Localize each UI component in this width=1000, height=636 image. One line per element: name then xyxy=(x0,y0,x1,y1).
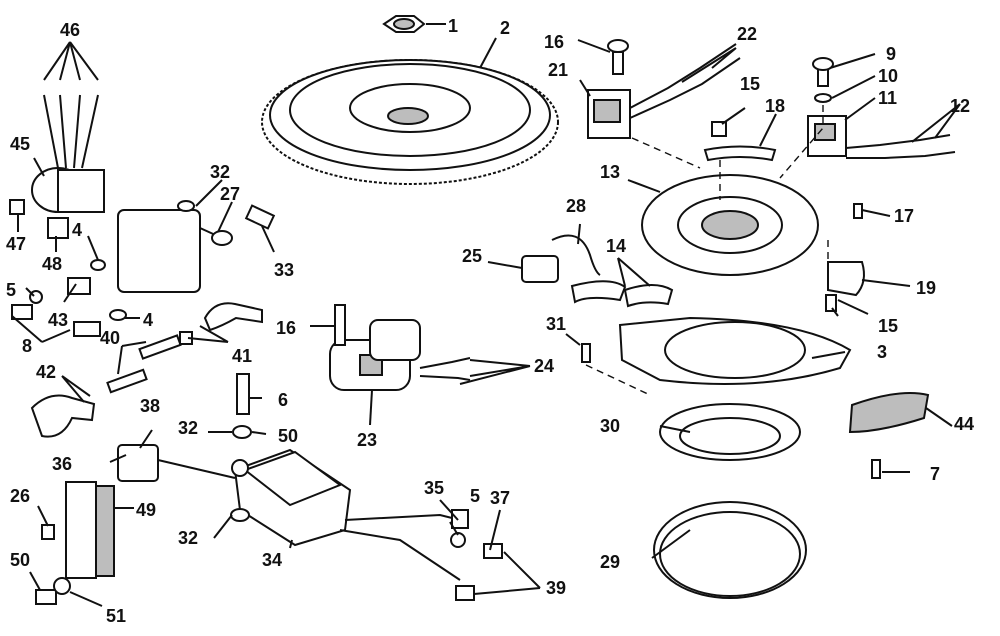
retainer-plate xyxy=(618,316,852,385)
callout-35: 35 xyxy=(424,478,444,498)
callout-42: 42 xyxy=(36,362,56,382)
callout-28: 28 xyxy=(566,196,586,216)
connector-38 xyxy=(117,444,159,482)
callout-40: 40 xyxy=(100,328,120,348)
callout-8: 8 xyxy=(22,336,32,356)
callout-36: 36 xyxy=(52,454,72,474)
callout-10: 10 xyxy=(878,66,898,86)
flywheel xyxy=(261,59,559,185)
spacer-ring xyxy=(653,501,807,599)
spark-plug-boot xyxy=(203,302,263,332)
callout-41: 41 xyxy=(232,346,252,366)
tube-a xyxy=(570,280,627,304)
callout-12: 12 xyxy=(950,96,970,116)
callout-46: 46 xyxy=(60,20,80,40)
callout-14: 14 xyxy=(606,236,626,256)
callout-1: 1 xyxy=(448,16,458,36)
grommet-25 xyxy=(521,255,559,283)
tube-b xyxy=(623,284,674,308)
screws xyxy=(9,39,881,605)
callout-47: 47 xyxy=(6,234,26,254)
callout-27: 27 xyxy=(220,184,240,204)
callout-17: 17 xyxy=(894,206,914,226)
flywheel-nut xyxy=(382,15,426,33)
timer-base-clip xyxy=(703,145,777,162)
pack-lead xyxy=(157,459,236,479)
callout-23: 23 xyxy=(357,430,377,450)
callout-33: 33 xyxy=(274,260,294,280)
callout-50a: 50 xyxy=(10,550,30,570)
callout-21: 21 xyxy=(548,60,568,80)
callout-18: 18 xyxy=(765,96,785,116)
callout-25: 25 xyxy=(462,246,482,266)
assembly-line-2 xyxy=(631,137,701,169)
assembly-line-3 xyxy=(779,105,824,179)
sensor-coil-wires-2 xyxy=(846,151,956,159)
callout-2: 2 xyxy=(500,18,510,38)
callout-11: 11 xyxy=(878,88,897,108)
callout-4a: 4 xyxy=(72,220,82,240)
retainer-ring xyxy=(659,403,801,461)
callout-4b: 4 xyxy=(143,310,153,330)
callout-13: 13 xyxy=(600,162,620,182)
sensor-coil-wires xyxy=(845,134,951,149)
callout-3: 3 xyxy=(877,342,887,362)
callout-22: 22 xyxy=(737,24,757,44)
switch-wires xyxy=(419,357,471,381)
callout-34: 34 xyxy=(262,550,282,570)
callout-16b: 16 xyxy=(276,318,296,338)
callout-16a: 16 xyxy=(544,32,564,52)
charge-coil-wires-2 xyxy=(629,57,741,119)
pack-wires xyxy=(339,513,461,581)
power-pack xyxy=(233,448,352,547)
callout-5b: 5 xyxy=(470,486,480,506)
callout-50b: 50 xyxy=(278,426,298,446)
callout-24: 24 xyxy=(534,356,554,376)
callout-7: 7 xyxy=(930,464,940,484)
leader-lines xyxy=(11,23,961,607)
callout-29: 29 xyxy=(600,552,620,572)
rectifier-leaders xyxy=(43,41,99,81)
stator-clip xyxy=(827,261,865,297)
ignition-coil xyxy=(117,209,233,293)
callout-49: 49 xyxy=(136,500,156,520)
sensor-coil xyxy=(807,115,847,157)
callout-15a: 15 xyxy=(740,74,760,94)
callout-45: 45 xyxy=(10,134,30,154)
terminal-block xyxy=(65,481,115,579)
callout-32b: 32 xyxy=(178,418,198,438)
callout-32a: 32 xyxy=(210,162,230,182)
callout-44: 44 xyxy=(954,414,974,434)
callout-48: 48 xyxy=(42,254,62,274)
callout-37: 37 xyxy=(490,488,510,508)
callout-51: 51 xyxy=(106,606,126,626)
armature-plate xyxy=(641,174,819,276)
rectifier-wires xyxy=(43,94,99,169)
callout-38: 38 xyxy=(140,396,160,416)
boot-42 xyxy=(30,394,96,438)
pin-40-b xyxy=(106,368,148,394)
callout-32c: 32 xyxy=(178,528,198,548)
rectifier xyxy=(31,167,105,213)
callout-26: 26 xyxy=(10,486,30,506)
callout-31: 31 xyxy=(546,314,566,334)
callout-5a: 5 xyxy=(6,280,16,300)
stop-switch xyxy=(329,319,421,391)
timer-segment xyxy=(848,392,930,434)
callout-43: 43 xyxy=(48,310,68,330)
callout-6: 6 xyxy=(278,390,288,410)
spring-clip xyxy=(551,234,601,276)
charge-coil-wires xyxy=(629,43,737,109)
pin-40-a xyxy=(138,334,182,360)
callout-30: 30 xyxy=(600,416,620,436)
callout-19: 19 xyxy=(916,278,936,298)
callout-15b: 15 xyxy=(878,316,898,336)
charge-coil xyxy=(587,89,631,139)
callout-39: 39 xyxy=(546,578,566,598)
callout-9: 9 xyxy=(886,44,896,64)
